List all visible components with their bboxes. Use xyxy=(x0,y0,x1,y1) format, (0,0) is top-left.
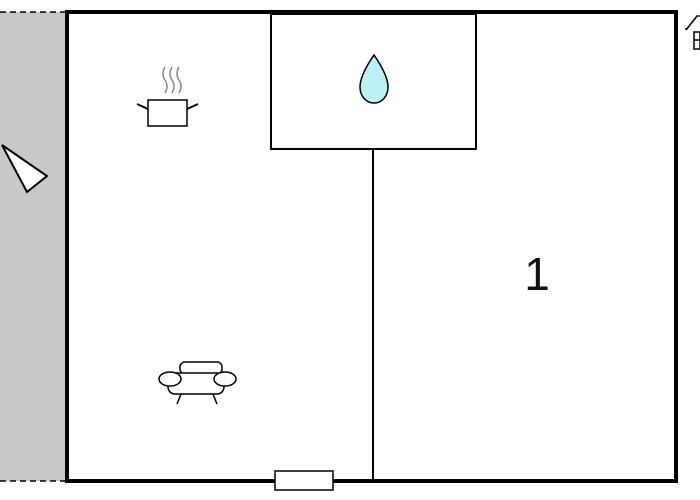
terrace-area xyxy=(0,12,67,481)
room-number-label: 1 xyxy=(524,248,550,300)
house-icon xyxy=(685,15,700,50)
cooking-pot-icon xyxy=(136,66,199,127)
bottom-door xyxy=(274,470,334,491)
terrace-dashed-border xyxy=(0,11,67,482)
water-drop-icon xyxy=(359,53,389,104)
outer-walls xyxy=(65,10,678,483)
direction-cone-icon xyxy=(1,144,49,194)
sofa-icon xyxy=(158,361,237,405)
